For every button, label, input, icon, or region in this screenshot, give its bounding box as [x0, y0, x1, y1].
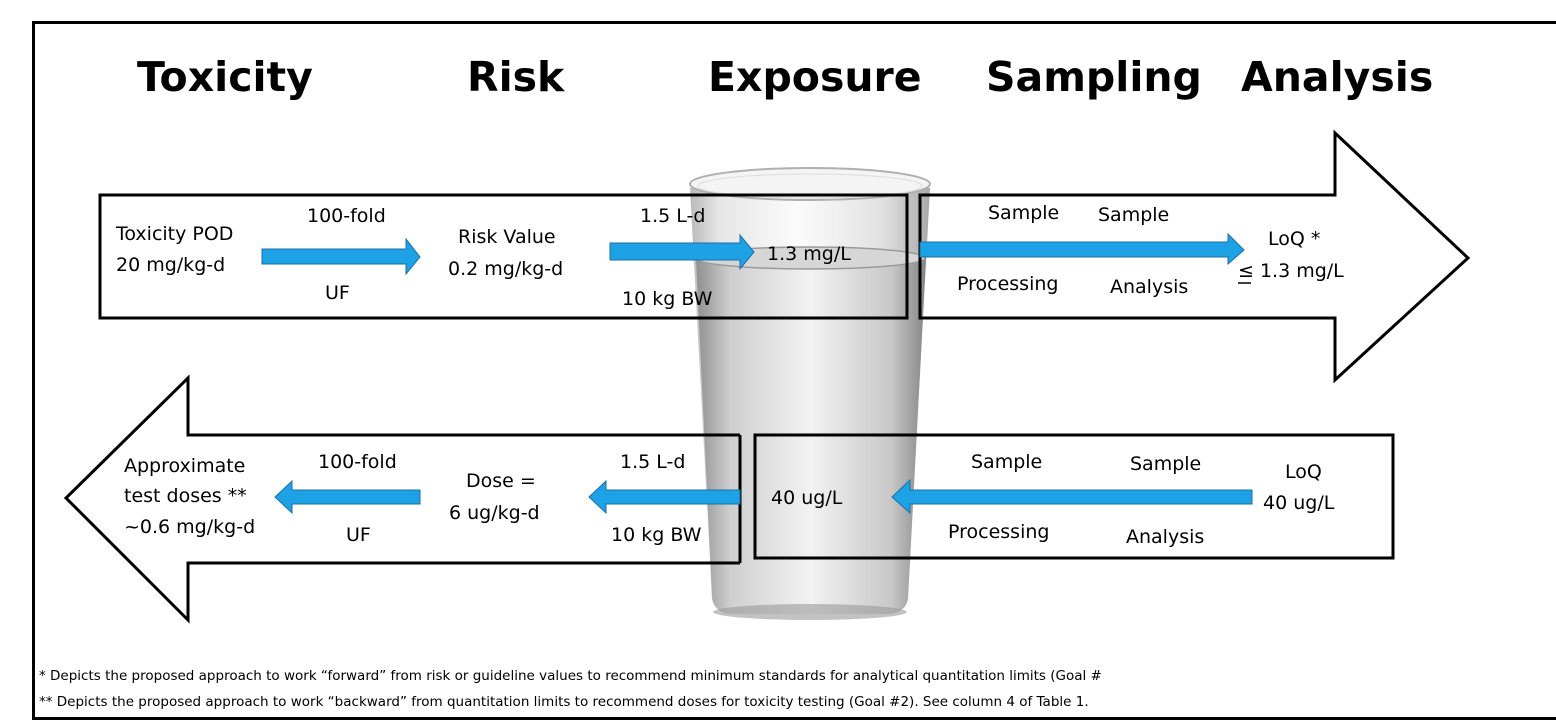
- blue-arrow-backward-sampling: [891, 478, 1253, 515]
- figure-frame: [32, 21, 1556, 720]
- heading-exposure: Exposure: [708, 53, 922, 101]
- footnote-forward: * Depicts the proposed approach to work …: [39, 668, 1102, 684]
- forward-sample-2: Sample: [1098, 204, 1169, 226]
- blue-arrow-uf: [261, 237, 421, 276]
- heading-toxicity: Toxicity: [137, 53, 313, 101]
- forward-intake-label: 1.5 L-d: [640, 205, 705, 227]
- water-glass-image: [689, 167, 931, 620]
- forward-conc-value: 1.3 mg/L: [767, 243, 851, 265]
- backward-bw-label: 10 kg BW: [611, 524, 702, 546]
- forward-loq-value: ≤ 1.3 mg/L: [1238, 260, 1344, 282]
- forward-pod-title: Toxicity POD: [115, 223, 233, 245]
- backward-fold-label: 100-fold: [318, 451, 397, 473]
- forward-risk-title: Risk Value: [458, 226, 556, 248]
- backward-approx-2: test doses **: [124, 485, 247, 507]
- backward-conc-value: 40 ug/L: [771, 487, 843, 509]
- backward-sample-1: Sample: [971, 451, 1042, 473]
- backward-processing: Processing: [948, 521, 1049, 543]
- blue-arrow-backward-intake: [588, 479, 741, 515]
- backward-toxicity-arrow: [63, 374, 740, 624]
- backward-dose-1: Dose =: [466, 470, 536, 492]
- backward-loq-value: 40 ug/L: [1263, 492, 1335, 514]
- backward-loq-title: LoQ: [1285, 461, 1322, 483]
- heading-risk: Risk: [467, 53, 566, 101]
- forward-uf-label: UF: [325, 282, 350, 304]
- backward-dose-2: 6 ug/kg-d: [449, 502, 540, 524]
- forward-fold-label: 100-fold: [307, 205, 386, 227]
- backward-sampling-box: [753, 433, 1395, 560]
- backward-uf-label: UF: [346, 524, 371, 546]
- heading-sampling: Sampling: [986, 53, 1202, 101]
- forward-bw-label: 10 kg BW: [622, 288, 713, 310]
- footnote-backward: ** Depicts the proposed approach to work…: [39, 694, 1089, 710]
- forward-analysis-arrow: [918, 129, 1471, 384]
- backward-intake-label: 1.5 L-d: [620, 451, 685, 473]
- forward-loq-title: LoQ *: [1268, 228, 1320, 250]
- forward-analysis: Analysis: [1110, 276, 1188, 298]
- backward-sample-2: Sample: [1130, 453, 1201, 475]
- backward-approx-1: Approximate: [124, 455, 245, 477]
- backward-analysis: Analysis: [1126, 526, 1204, 548]
- heading-analysis: Analysis: [1241, 53, 1433, 101]
- forward-processing: Processing: [957, 273, 1058, 295]
- forward-pod-value: 20 mg/kg-d: [116, 254, 225, 276]
- forward-risk-value: 0.2 mg/kg-d: [448, 258, 563, 280]
- blue-arrow-backward-uf: [274, 479, 421, 515]
- forward-sample-1: Sample: [988, 202, 1059, 224]
- forward-risk-box: [98, 193, 909, 320]
- blue-arrow-intake: [609, 233, 755, 271]
- blue-arrow-sampling-forward: [919, 232, 1245, 266]
- backward-approx-3: ~0.6 mg/kg-d: [124, 516, 255, 538]
